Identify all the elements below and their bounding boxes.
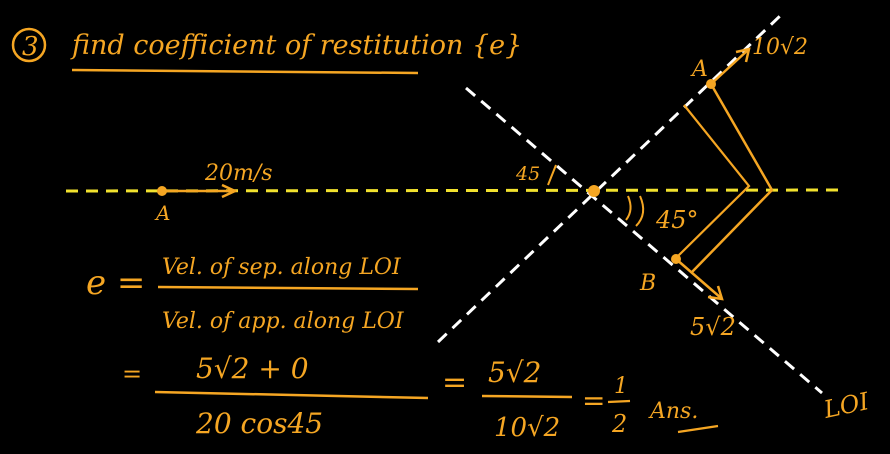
- answer-label: Ans.: [648, 399, 698, 424]
- angle-45-lower-label: 45°: [655, 206, 699, 234]
- intersection-dot: [588, 185, 600, 197]
- velocity-20-label: 20m/s: [204, 161, 273, 186]
- velocity-a-arrow-shaft: [710, 49, 749, 85]
- line2-numerator: 5√2 + 0: [196, 352, 309, 385]
- angle-arc-inner: [625, 195, 632, 221]
- velocity-b-arrow-shaft: [675, 258, 722, 299]
- formula-fraction-bar: [157, 285, 419, 291]
- left-diagram: A 20m/s: [65, 161, 847, 225]
- component-inner-lines: [675, 104, 751, 259]
- angle-upper-tick: [547, 164, 557, 186]
- eq-sign-1: =: [442, 365, 467, 400]
- formula-denominator: Vel. of app. along LOI: [162, 309, 405, 334]
- velocity-arrow-head: [221, 183, 238, 199]
- answer-underline: [677, 424, 719, 434]
- title-number: 3: [22, 32, 39, 62]
- formula-group: e = Vel. of sep. along LOI Vel. of app. …: [86, 255, 719, 443]
- title-underline: [71, 68, 419, 75]
- line2-denominator: 20 cos45: [195, 407, 323, 440]
- formula-numerator: Vel. of sep. along LOI: [162, 255, 402, 280]
- frac2-bar: [481, 394, 573, 399]
- white-dashed-line-falling: [465, 86, 823, 395]
- velocity-b-label: 5√2: [690, 313, 736, 341]
- eq-sign-2: =: [582, 384, 605, 417]
- ball-a-dot: [157, 186, 167, 196]
- loi-label: LOI: [820, 387, 871, 424]
- ball-a-label: A: [154, 201, 170, 225]
- result-numerator: 1: [614, 374, 628, 399]
- line2-equals: =: [122, 360, 142, 388]
- result-denominator: 2: [611, 410, 627, 438]
- formula-lhs: e =: [86, 263, 145, 303]
- title-group: 3 find coefficient of restitution {e}: [11, 27, 522, 75]
- white-dashed-line-rising: [436, 14, 782, 344]
- velocity-a-label: 10√2: [752, 35, 808, 60]
- point-a-label: A: [690, 57, 708, 82]
- frac2-numerator: 5√2: [488, 356, 541, 389]
- frac2-denominator: 10√2: [494, 413, 560, 443]
- title-number-circle: [11, 27, 47, 63]
- velocity-b-arrow-head: [707, 285, 724, 301]
- point-b-label: B: [639, 271, 656, 296]
- result-bar: [607, 399, 631, 404]
- angle-arc-outer: [635, 195, 645, 227]
- right-diagram: A 10√2 B 5√2 45 45° LOI: [436, 14, 872, 424]
- component-parallelogram: [691, 83, 774, 273]
- velocity-a-arrow-head: [735, 47, 751, 63]
- line2-fraction-bar: [154, 390, 429, 400]
- title-text: find coefficient of restitution {e}: [70, 30, 522, 61]
- angle-45-upper-label: 45: [515, 163, 540, 185]
